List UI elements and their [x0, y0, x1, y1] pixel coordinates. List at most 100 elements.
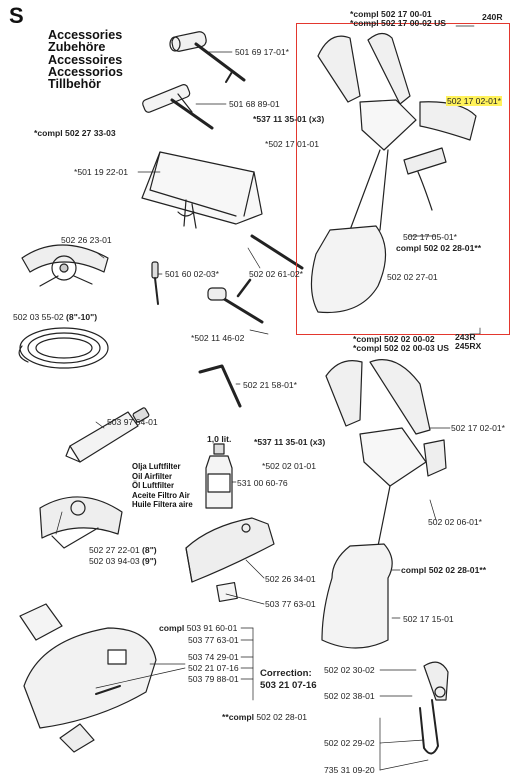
- title-sv: Tillbehör: [48, 77, 101, 92]
- harness-243r-245rx-drawing: [321, 359, 447, 649]
- guard-assembly-drawing: [19, 603, 157, 753]
- model-label: 240R: [482, 12, 503, 22]
- part-label: 503 97 64-01: [107, 417, 158, 427]
- compl-label: compl 503 91 60-01: [159, 623, 237, 633]
- compl-prefix: compl: [159, 623, 185, 633]
- part-label: 502 21 07-16: [188, 663, 239, 673]
- oil-name: Olja Luftfilter: [132, 462, 181, 471]
- combination-wrench-drawing: [142, 84, 214, 130]
- small-plate-drawing: [216, 581, 238, 603]
- highlight-frame: [296, 23, 510, 335]
- part-label: 502 02 06-01*: [428, 517, 482, 527]
- part-number: 502 02 28-01**: [423, 243, 482, 253]
- compl-label: compl 502 02 28-01**: [401, 565, 486, 575]
- correction-title: Correction:: [260, 668, 312, 679]
- part-number: 502 02 28-01**: [428, 565, 487, 575]
- compl-label: *compl 502 02 00-02: [353, 334, 435, 344]
- part-label: 502 26 23-01: [61, 235, 112, 245]
- compl-label: *compl 502 02 00-03 US: [353, 343, 449, 353]
- title-fr: Accessoires: [48, 52, 123, 67]
- part-label: 502 03 55-02 (8"-10"): [13, 312, 97, 322]
- blade-guard-drawing: [21, 244, 109, 287]
- part-label: 502 21 58-01*: [243, 380, 297, 390]
- part-number: *compl 502 17 00-02: [350, 18, 432, 28]
- oil-bottle-drawing: [205, 443, 233, 509]
- harness-hook-drawing: [419, 661, 449, 755]
- part-label: 735 31 09-20: [324, 765, 375, 775]
- part-label: 501 69 17-01*: [235, 47, 289, 57]
- trimmer-line-coil-drawing: [18, 327, 109, 369]
- compl-prefix: **compl: [222, 712, 254, 722]
- part-number: 502 27 22-01: [89, 545, 140, 555]
- section-letter: S: [9, 3, 24, 28]
- us-note: US: [434, 18, 447, 28]
- title-en: Accessories: [48, 28, 123, 42]
- model-label: 245RX: [455, 341, 482, 351]
- oil-names: Olja Luftfilter Oil Airfilter Öl Luftfil…: [132, 462, 193, 510]
- oil-volume: 1,0 lit.: [207, 434, 232, 444]
- compl-label: *compl 502 17 00-02 US: [350, 18, 446, 28]
- grease-tube-drawing: [65, 407, 150, 463]
- part-label: *537 11 35-01 (x3): [254, 437, 326, 447]
- oil-name: Öl Luftfilter: [132, 481, 175, 491]
- part-label: 502 17 15-01: [403, 614, 454, 624]
- part-label: 502 02 27-01: [387, 272, 438, 282]
- part-label: 503 79 88-01: [188, 674, 239, 684]
- highlighted-part-number: 502 17 02-01*: [446, 96, 502, 106]
- correction-value: 503 21 07-16: [260, 680, 317, 691]
- part-label: 502 17 02-01*: [451, 423, 505, 433]
- part-label: 531 00 60-76: [237, 478, 288, 488]
- oil-name: Aceite Filtro Air: [132, 490, 190, 500]
- section-titles: Accessories Zubehöre Accessoires Accesso…: [48, 28, 123, 92]
- part-label: 502 03 94-03 (9"): [89, 556, 157, 566]
- part-label: *502 02 01-01: [262, 461, 316, 471]
- part-label: 501 60 02-03*: [165, 269, 219, 279]
- compl-label: *compl 502 17 00-01: [350, 9, 432, 19]
- t-wrench-drawing: [169, 31, 246, 83]
- part-number: 503 91 60-01: [186, 623, 238, 633]
- screwdriver-drawing: [151, 261, 159, 305]
- compl-label: compl 502 02 28-01**: [396, 243, 481, 253]
- title-es: Accessorios: [48, 64, 123, 79]
- part-number: 502 03 55-02: [13, 312, 64, 322]
- part-label-highlighted: 502 17 02-01*: [446, 96, 502, 106]
- blade-guard-9in-drawing: [39, 496, 123, 549]
- part-label: 503 74 29-01: [188, 652, 239, 662]
- part-label: 502 17 05-01*: [403, 232, 457, 242]
- size-note: (9"): [142, 556, 157, 566]
- part-label: 502 02 29-02: [324, 738, 375, 748]
- rod-drawing: [250, 234, 304, 270]
- compl-label: **compl 502 02 28-01: [222, 712, 307, 722]
- part-label: 503 77 63-01: [265, 599, 316, 609]
- part-number: 502 02 28-01: [256, 712, 308, 722]
- part-label: *501 19 22-01: [74, 167, 128, 177]
- oil-name: Huile Filtera aire: [132, 500, 193, 510]
- size-note: (8"): [142, 545, 157, 555]
- compl-prefix: compl: [401, 565, 427, 575]
- us-note: US: [437, 343, 450, 353]
- compl-label: *compl 502 27 33-03: [34, 128, 116, 138]
- part-label: 502 02 30-02: [324, 665, 375, 675]
- compl-prefix: compl: [396, 243, 422, 253]
- harness-240r-drawing: [310, 32, 477, 314]
- blade-cover-drawing: [185, 517, 275, 583]
- allen-key-drawing: [198, 364, 242, 408]
- part-label: *502 17 01-01: [265, 139, 319, 149]
- part-number: *compl 502 02 00-03: [353, 343, 435, 353]
- part-label: 502 02 61-02*: [249, 269, 303, 279]
- part-label: 501 68 89-01: [229, 99, 280, 109]
- leader-lines: [55, 25, 481, 771]
- tool-bag-drawing: [141, 151, 263, 229]
- part-label: *537 11 35-01 (x3): [253, 114, 325, 124]
- part-label: 502 26 34-01: [265, 574, 316, 584]
- part-label: 503 77 63-01: [188, 635, 239, 645]
- size-note: (8"-10"): [66, 312, 98, 322]
- part-label: 502 02 38-01: [324, 691, 375, 701]
- model-label: 243R: [455, 332, 476, 342]
- title-de: Zubehöre: [48, 40, 106, 55]
- oil-name: Oil Airfilter: [132, 471, 173, 481]
- part-label: 502 27 22-01 (8"): [89, 545, 157, 555]
- socket-wrench-drawing: [207, 278, 264, 324]
- part-number: 502 03 94-03: [89, 556, 140, 566]
